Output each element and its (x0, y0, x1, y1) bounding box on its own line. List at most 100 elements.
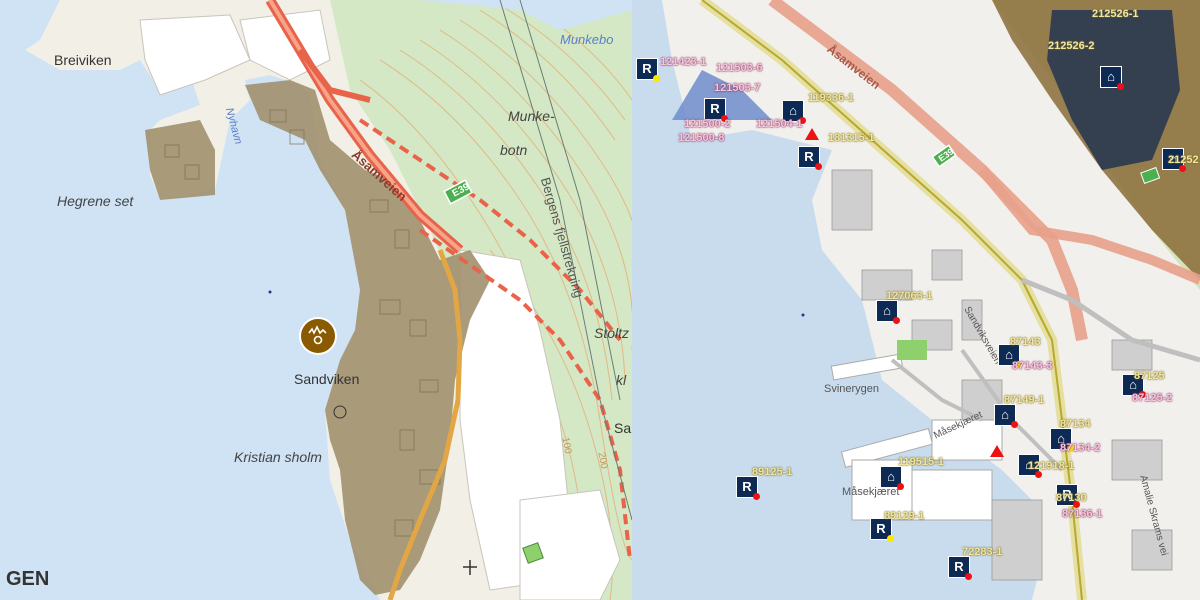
marker-glyph: ⌂ (1057, 431, 1065, 446)
house-marker-icon[interactable]: ⌂ (1162, 148, 1186, 172)
marker-dot (799, 117, 806, 124)
feature-id-label[interactable]: 87125 (1134, 370, 1165, 382)
marker-dot (887, 535, 894, 542)
r-marker-icon[interactable]: R (1056, 484, 1080, 508)
feature-id-label[interactable]: 119336-1 (808, 92, 854, 104)
feature-id-label[interactable]: 181315-1 (828, 132, 875, 144)
r-marker-icon[interactable]: R (636, 58, 660, 82)
protected-area-small (145, 120, 215, 200)
marker-glyph: ⌂ (887, 469, 895, 484)
marker-glyph: R (642, 61, 652, 76)
motorway-tunnel (358, 118, 632, 561)
left-map-panel[interactable]: Breiviken Munkebo Munke- botn Nyhavn Heg… (0, 0, 632, 600)
warning-triangle[interactable] (990, 445, 1004, 457)
water-dot (801, 313, 805, 317)
marker-glyph: ⌂ (1025, 457, 1033, 472)
marker-dot (1011, 421, 1018, 428)
r-marker-icon[interactable]: R (704, 98, 728, 122)
house-marker-icon[interactable]: ⌂ (876, 300, 900, 324)
marker-glyph: R (1062, 487, 1072, 502)
right-map-canvas[interactable] (632, 0, 1200, 600)
marker-glyph: ⌂ (1005, 347, 1013, 362)
r-marker-icon[interactable]: R (736, 476, 760, 500)
feature-id-label[interactable]: 127063-1 (886, 290, 933, 302)
marker-dot (1117, 83, 1124, 90)
marker-dot (897, 483, 904, 490)
feature-id-label[interactable]: 89125-1 (752, 466, 793, 478)
house-marker-icon[interactable]: ⌂ (1018, 454, 1042, 478)
marker-glyph: R (710, 101, 720, 116)
r-marker-icon[interactable]: R (948, 556, 972, 580)
r-marker-icon[interactable]: R (798, 146, 822, 170)
marker-dot (1179, 165, 1186, 172)
e39-badge (931, 144, 957, 168)
label-munkebotn-water: Munkebo (560, 32, 614, 47)
left-map-canvas[interactable] (0, 0, 632, 600)
house-marker-icon[interactable]: ⌂ (1100, 66, 1124, 90)
label-sa: Sa (614, 420, 632, 436)
feature-id-label[interactable]: 121500-8 (678, 132, 725, 144)
label-gen: GEN (6, 568, 50, 590)
feature-id-label[interactable]: 87143 (1010, 336, 1041, 348)
roads (699, 0, 1200, 600)
feature-id-label[interactable]: 87149-1 (1004, 394, 1045, 406)
feature-id-label[interactable]: 87130 (1056, 492, 1087, 504)
label-sandviken: Sandviken (294, 371, 360, 387)
feature-id-label[interactable]: 121918-1 (1028, 460, 1075, 472)
house-marker-icon[interactable]: ⌂ (880, 466, 904, 490)
feature-id-label[interactable]: 87134-2 (1060, 442, 1101, 454)
feature-id-label[interactable]: 121423-1 (660, 56, 707, 68)
feature-id-label[interactable]: 121500-2 (684, 118, 731, 130)
marker-glyph: ⌂ (1169, 151, 1177, 166)
marker-dot (721, 115, 728, 122)
r-marker-icon[interactable]: R (870, 518, 894, 542)
marker-glyph: ⌂ (1129, 377, 1137, 392)
power-lines (499, 0, 632, 521)
feature-id-label[interactable]: 212526-1 (1092, 8, 1139, 20)
feature-id-label[interactable]: 212526-2 (1048, 40, 1095, 52)
marker-dot (1139, 391, 1146, 398)
label-munke: Munke- (508, 108, 555, 124)
marker-dot (893, 317, 900, 324)
park-square (522, 542, 544, 564)
green-patch (897, 340, 927, 360)
house-marker-icon[interactable]: ⌂ (994, 404, 1018, 428)
feature-id-label[interactable]: 87136-1 (1062, 508, 1103, 520)
label-botn: botn (500, 142, 528, 158)
marker-dot (653, 75, 660, 82)
feature-id-label[interactable]: 121503-6 (716, 62, 763, 74)
motorway (265, 0, 464, 254)
warning-triangle[interactable] (805, 128, 819, 140)
marker-glyph: ⌂ (1107, 69, 1115, 84)
label-hegreneset: Hegrene set (57, 193, 134, 209)
label-svinerygen: Svinerygen (824, 383, 880, 395)
right-map-panel[interactable]: Åsamveien E39 Svinerygen Måsekjæret Måse… (632, 0, 1200, 600)
feature-id-label[interactable]: 121504-1 (756, 118, 803, 130)
marker-dot (1035, 471, 1042, 478)
marker-glyph: R (954, 559, 964, 574)
feature-id-label[interactable]: 21252 (1168, 154, 1199, 166)
marker-dot (1067, 445, 1074, 452)
feature-id-label[interactable]: 72283-1 (962, 546, 1003, 558)
marker-dot (1015, 361, 1022, 368)
small-marker (333, 405, 347, 419)
culture-heritage-icon[interactable] (299, 317, 337, 355)
marker-glyph: R (804, 149, 814, 164)
house-marker-icon[interactable]: ⌂ (1122, 374, 1146, 398)
marker-dot (753, 493, 760, 500)
house-marker-icon[interactable]: ⌂ (782, 100, 806, 124)
marker-dot (1073, 501, 1080, 508)
feature-id-label[interactable]: 87143-3 (1012, 360, 1053, 372)
water-inlet (215, 0, 632, 30)
feature-id-label[interactable]: 119515-1 (898, 456, 944, 468)
label-kristiansholm: Kristian sholm (234, 449, 322, 465)
house-marker-icon[interactable]: ⌂ (1050, 428, 1074, 452)
house-marker-icon[interactable]: ⌂ (998, 344, 1022, 368)
marker-glyph: ⌂ (1001, 407, 1009, 422)
feature-id-label[interactable]: 87134 (1060, 418, 1091, 430)
label-breiviken: Breiviken (54, 52, 112, 68)
marker-dot (815, 163, 822, 170)
feature-id-label[interactable]: 121503-7 (714, 82, 761, 94)
feature-id-label[interactable]: 87125-2 (1132, 392, 1173, 404)
feature-id-label[interactable]: 89129-1 (884, 510, 925, 522)
